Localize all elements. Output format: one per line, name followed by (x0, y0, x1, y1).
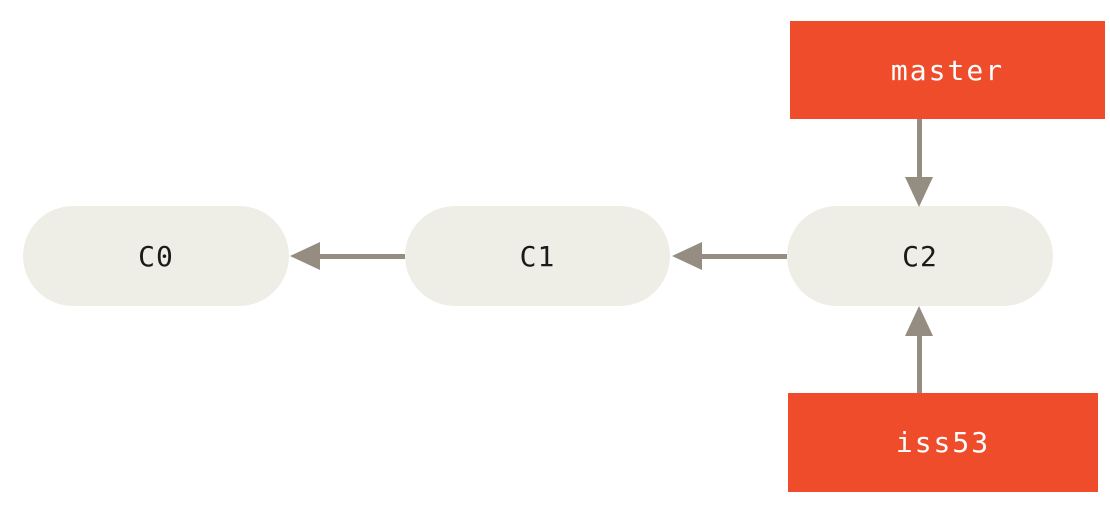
branch-label-iss53: iss53 (895, 426, 991, 459)
arrow-line (700, 254, 787, 259)
commit-label-c2: C2 (902, 239, 938, 273)
arrow-line (318, 254, 405, 259)
branch-box-master: master (790, 21, 1105, 119)
commit-label-c0: C0 (138, 239, 174, 273)
arrow-head-up-icon (905, 306, 933, 336)
branch-box-iss53: iss53 (788, 393, 1098, 492)
commit-node-c0: C0 (23, 206, 289, 306)
branch-label-master: master (890, 53, 1005, 87)
arrow-head-left-icon (290, 242, 320, 270)
arrow-line (917, 119, 922, 181)
commit-node-c2: C2 (787, 206, 1053, 306)
arrow-line (917, 332, 922, 393)
arrow-head-down-icon (905, 177, 933, 207)
commit-label-c1: C1 (519, 239, 556, 273)
arrow-head-left-icon (672, 242, 702, 270)
commit-node-c1: C1 (405, 206, 670, 306)
